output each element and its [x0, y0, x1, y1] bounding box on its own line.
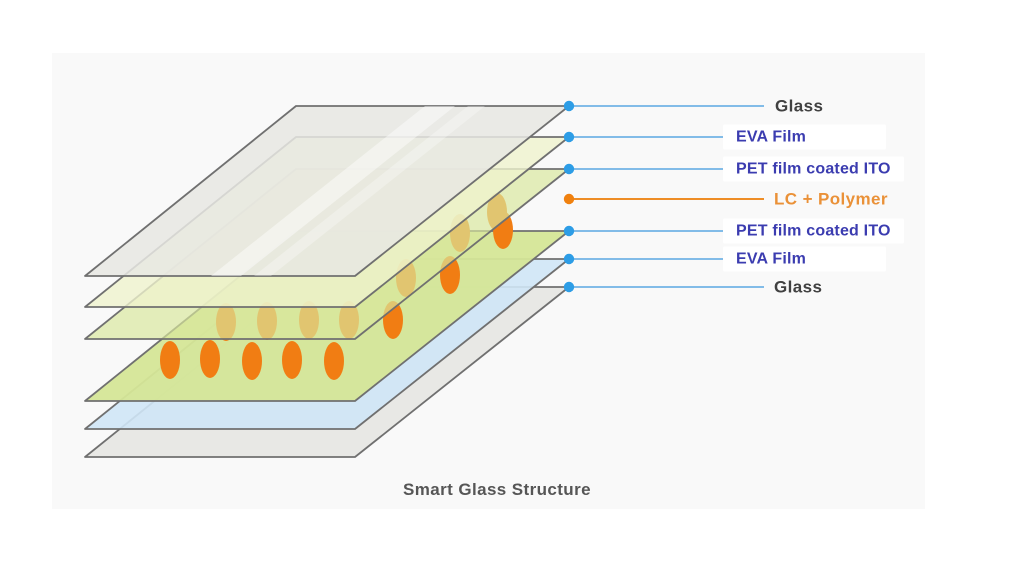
lc-droplet — [160, 341, 180, 379]
leader-dot-glass-top — [563, 100, 575, 112]
leader-dot-eva-film-top — [563, 131, 575, 143]
glass-sheen-1 — [211, 106, 455, 276]
label-eva-film-bottom: EVA Film — [723, 246, 886, 272]
label-glass-bottom: Glass — [774, 277, 823, 297]
leader-dot-glass-bottom — [563, 281, 575, 293]
lc-droplet — [282, 341, 302, 379]
glass-sheen-2 — [254, 106, 485, 276]
label-eva-film-top: EVA Film — [723, 124, 886, 150]
lc-droplet — [324, 342, 344, 380]
label-pet-film-top: PET film coated ITO — [723, 156, 904, 182]
leader-dot-pet-film-bottom — [563, 225, 575, 237]
leader-dot-lc-polymer — [563, 193, 575, 205]
diagram-title: Smart Glass Structure — [403, 480, 591, 499]
label-pet-film-bottom: PET film coated ITO — [723, 218, 904, 244]
leader-dot-pet-film-top — [563, 163, 575, 175]
leader-dot-eva-film-bottom — [563, 253, 575, 265]
label-lc-polymer: LC + Polymer — [774, 189, 888, 209]
sheet-glass-top — [84, 105, 570, 277]
lc-droplet — [242, 342, 262, 380]
label-glass-top: Glass — [775, 96, 824, 116]
lc-droplet — [200, 340, 220, 378]
